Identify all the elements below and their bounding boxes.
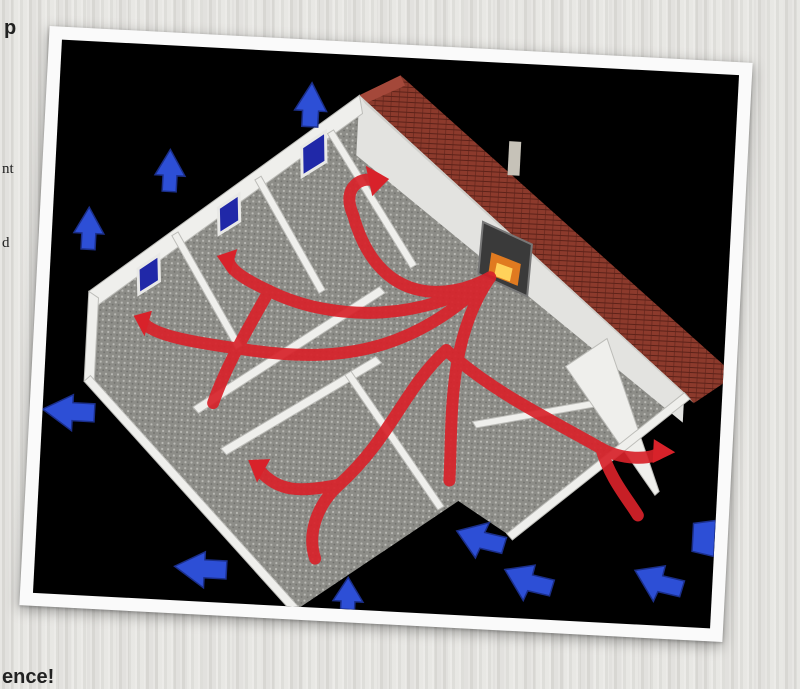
text-fragment-1: nt — [2, 162, 14, 177]
photo-frame — [19, 26, 752, 642]
heading-fragment: p — [4, 18, 16, 38]
house-illustration — [33, 40, 739, 629]
chimney — [507, 141, 521, 176]
text-fragment-2: d — [2, 236, 10, 251]
house-heat-flow-image — [33, 40, 739, 629]
bottom-text-fragment: ence! — [2, 667, 54, 687]
